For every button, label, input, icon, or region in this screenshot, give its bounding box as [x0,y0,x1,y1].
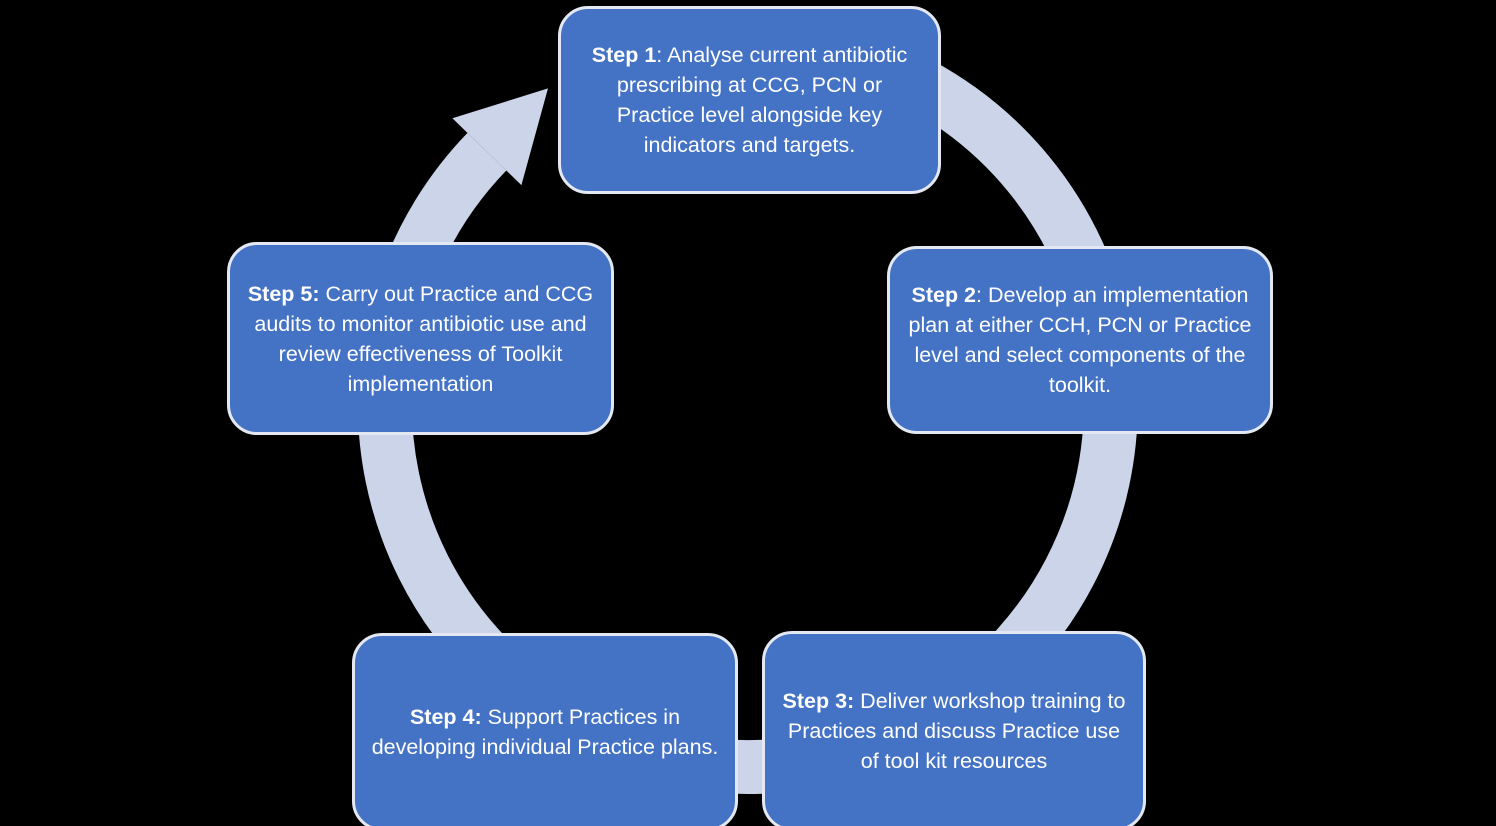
step-1-label: Step 1 [591,43,657,67]
cycle-arrow-head-icon [452,88,548,186]
step-4-label: Step 4: [409,705,482,729]
step-5-label: Step 5: [247,281,320,306]
step-1-box: Step 1: Analyse current antibiotic presc… [558,6,941,194]
step-3-text: Step 3: Deliver workshop training to Pra… [781,686,1127,776]
step-2-text: Step 2: Develop an implementation plan a… [906,280,1254,400]
step-4-description: Support Practices in developing individu… [371,705,719,759]
step-1-text: Step 1: Analyse current antibiotic presc… [577,40,922,160]
step-3-box: Step 3: Deliver workshop training to Pra… [762,631,1146,826]
step-4-text: Step 4: Support Practices in developing … [371,702,719,762]
step-1-description: : Analyse current antibiotic prescribing… [616,43,908,157]
step-3-description: Deliver workshop training to Practices a… [787,689,1126,773]
step-4-box: Step 4: Support Practices in developing … [352,633,738,826]
step-5-description: Carry out Practice and CCG audits to mon… [254,281,594,396]
step-3-label: Step 3: [782,689,855,713]
step-5-box: Step 5: Carry out Practice and CCG audit… [227,242,614,435]
step-2-label: Step 2 [911,283,977,307]
step-2-description: : Develop an implementation plan at eith… [908,283,1252,397]
step-5-text: Step 5: Carry out Practice and CCG audit… [246,279,595,399]
step-2-box: Step 2: Develop an implementation plan a… [887,246,1273,434]
